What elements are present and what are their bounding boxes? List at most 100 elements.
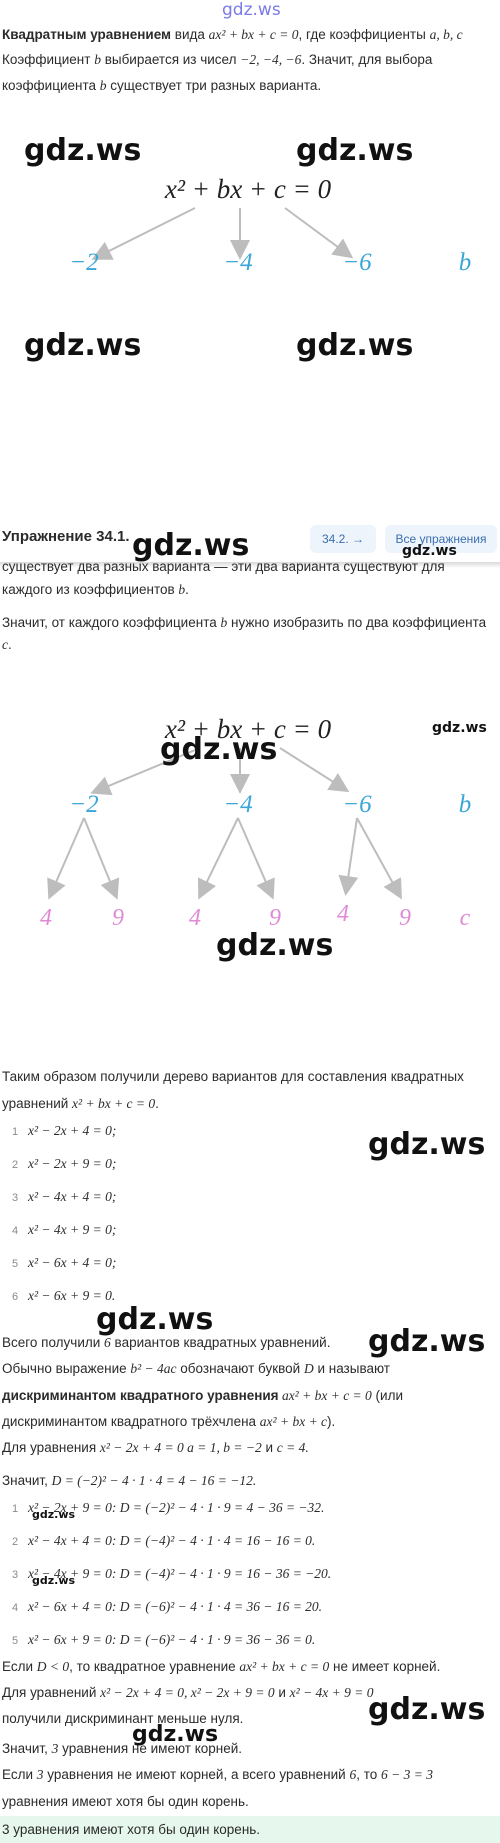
watermark: gdz.ws [402, 543, 457, 559]
watermark: gdz.ws [24, 328, 142, 363]
tree2-c-node: 4 [337, 901, 349, 927]
list-number: 3 [11, 1192, 19, 1204]
tree2-arrow [338, 817, 359, 896]
watermark: gdz.ws [96, 1302, 214, 1337]
tree2-c-node: 9 [269, 905, 281, 931]
math: ax² + bx + c [259, 1414, 328, 1429]
disc-bold-line: дискриминантом квадратного уравнения ax²… [2, 1385, 498, 1407]
tree1-equation: x² + bx + c = 0 [164, 174, 332, 204]
math: b [178, 582, 186, 597]
watermark: gdz.ws [368, 1127, 486, 1162]
concl-calc: Если 3 уравнения не имеют корней, а всег… [2, 1764, 498, 1786]
tree2-label-c: c [460, 905, 471, 931]
text: уравнений [2, 1096, 73, 1111]
math: x² − 6x + 4 = 0; [28, 1255, 117, 1270]
math: 6 − 3 = 3 [380, 1767, 433, 1782]
text: обозначают буквой [176, 1361, 304, 1376]
list-number: 1 [11, 1126, 19, 1138]
text: нужно изобразить по два коэффициента [227, 615, 487, 630]
math: ax² + bx + c = 0 [239, 1659, 330, 1674]
tree2-arrow [83, 817, 120, 900]
tree2-c-node: 9 [112, 905, 124, 931]
math: c = 4. [276, 1440, 309, 1455]
next-exercise-button[interactable]: 34.2. → [310, 525, 376, 553]
math: x² − 4x + 9 = 0 [289, 1685, 374, 1700]
intro-line-3: коэффициента b существует три разных вар… [2, 75, 498, 97]
text: и [261, 1440, 277, 1455]
math: ax² + bx + c = 0 [278, 1388, 372, 1403]
tree2-b-node: −6 [342, 791, 372, 818]
summary-line-1: Таким образом получили дерево вариантов … [2, 1069, 464, 1084]
text: Значит, [2, 1741, 52, 1756]
math: 3 [36, 1767, 44, 1782]
tree1-node: −4 [223, 249, 252, 276]
text: Если [2, 1767, 37, 1782]
watermark: gdz.ws [132, 528, 250, 563]
text: Для уравнений [2, 1685, 101, 1700]
text: выбирается из чисел [100, 52, 241, 67]
math: 3 [51, 1741, 59, 1756]
math: b [99, 78, 107, 93]
math: x² − 2x + 4 = 0; [28, 1123, 117, 1138]
mid-line-3: Значит, от каждого коэффициента b нужно … [2, 612, 498, 656]
text: Всего получили [2, 1335, 105, 1350]
math: x² − 4x + 9 = 0: D = (−4)² − 4 · 1 · 9 =… [28, 1566, 332, 1581]
math: x² − 6x + 4 = 0: D = (−6)² − 4 · 1 · 4 =… [28, 1599, 323, 1614]
math: b [220, 615, 228, 630]
list-number: 4 [11, 1602, 19, 1614]
tree-diagram-2: x² + bx + c = 0 −2 −4 −6 b 4 9 4 9 4 9 c [40, 714, 471, 931]
tree1-arrow [91, 207, 196, 260]
text: Если [2, 1659, 37, 1674]
text: . [8, 637, 12, 652]
intro-line-1: Квадратным уравнением вида ax² + bx + c … [2, 24, 498, 46]
disc-usual: Обычно выражение b² − 4ac обозначают бук… [2, 1358, 498, 1380]
tree2-c-node: 9 [399, 905, 411, 931]
final-answer: 3 уравнения имеют хотя бы один корень. [0, 1816, 500, 1843]
tree2-b-node: −2 [69, 791, 98, 818]
tree2-b-node: −4 [223, 791, 252, 818]
intro-line-2: Коэффициент b выбирается из чисел −2, −4… [2, 49, 498, 71]
watermark: gdz.ws [32, 1508, 76, 1521]
all-exercises-button[interactable]: Все упражнения [385, 525, 497, 553]
tree1-arrow [284, 207, 354, 259]
math: a = 1, b = −2 [183, 1440, 262, 1455]
tree2-arrow [237, 817, 275, 900]
concl-three: Значит, 3 уравнения не имеют корней. [2, 1738, 498, 1760]
math: x² − 2x + 9 = 0; [28, 1156, 117, 1171]
math: D [303, 1361, 314, 1376]
disc-trinomial: дискриминантом квадратного трёхчлена ax²… [2, 1411, 498, 1433]
text: и называют [313, 1361, 390, 1376]
math: x² − 4x + 4 = 0: D = (−4)² − 4 · 1 · 4 =… [28, 1533, 316, 1548]
watermark: gdz.ws [160, 732, 278, 767]
math: 6 [349, 1767, 357, 1782]
text: Коэффициент [2, 52, 95, 67]
math: −2, −4, −6 [240, 52, 302, 67]
text: Для уравнения [2, 1440, 100, 1455]
text: не имеет корней. [329, 1659, 441, 1674]
math: b² − 4ac [130, 1361, 177, 1376]
watermark: gdz.ws [296, 328, 414, 363]
disc-then: Значит, D = (−2)² − 4 · 1 · 4 = 4 − 16 =… [2, 1470, 498, 1492]
watermark: gdz.ws [32, 1574, 76, 1587]
math: D = (−2)² − 4 · 1 · 4 = 4 − 16 = −12. [51, 1473, 257, 1488]
text: Обычно выражение [2, 1361, 131, 1376]
tree2-equation: x² + bx + c = 0 [164, 714, 332, 744]
watermark-top: gdz.ws [222, 0, 281, 20]
math: x² − 4x + 9 = 0; [28, 1222, 117, 1237]
text: дискриминантом квадратного трёхчлена [2, 1414, 260, 1429]
exercise-bar: Упражнение 34.1. 34.2. → Все упражнения [0, 520, 500, 562]
watermark: gdz.ws [368, 1324, 486, 1359]
watermark: gdz.ws [368, 1692, 486, 1727]
tree2-c-node: 4 [189, 905, 201, 931]
math: x² − 4x + 4 = 0; [28, 1189, 117, 1204]
watermark: gdz.ws [24, 133, 142, 168]
text: вида [171, 27, 209, 42]
list-number: 4 [11, 1225, 19, 1237]
term-bold: Квадратным уравнением [2, 27, 172, 42]
bar-shadow [0, 562, 500, 568]
list-number: 6 [11, 1291, 19, 1303]
